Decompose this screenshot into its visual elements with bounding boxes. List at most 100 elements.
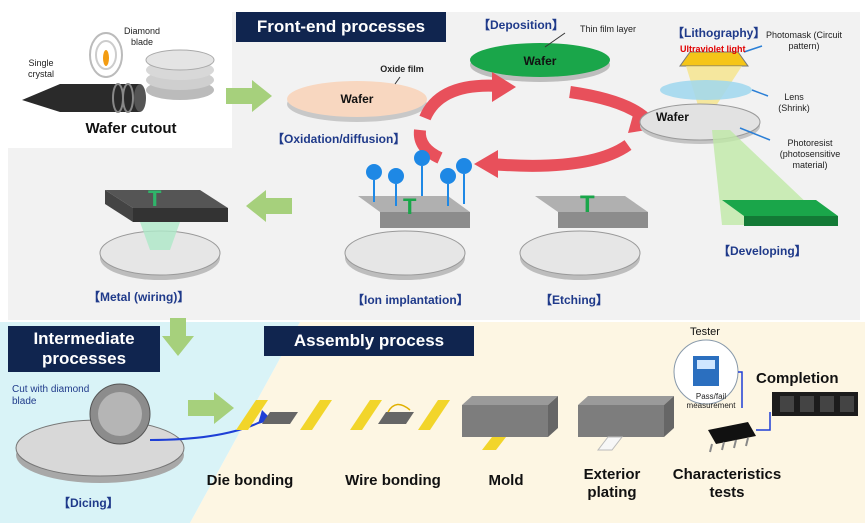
mold-top (462, 396, 558, 405)
lead-frame (300, 400, 332, 430)
arrow-right-icon (188, 392, 234, 424)
mold-side (548, 396, 558, 437)
t-pattern-icon: T (580, 191, 595, 218)
chip-pocket (780, 396, 794, 412)
dicing-illustration (15, 383, 272, 483)
die-bonding-illustration (236, 400, 332, 430)
lead-frame (236, 400, 268, 430)
ion-icon (388, 168, 404, 184)
tester-illustration (673, 339, 771, 453)
exterior-plating-illustration (578, 396, 674, 451)
mold-side (664, 396, 674, 437)
ic-pin (721, 441, 725, 451)
dicing-note-label: Cut with diamond blade (12, 384, 90, 407)
wafer-top (344, 230, 466, 276)
wafer-slice (145, 49, 215, 71)
oxidation-wafer-label: Wafer (340, 92, 374, 106)
completion-label: Completion (756, 370, 839, 387)
single-crystal-ingot (22, 84, 140, 112)
tester-label: Tester (690, 326, 720, 338)
wire-bonding-label: Wire bonding (345, 472, 441, 489)
chip-side (105, 190, 133, 222)
pointer-line (544, 32, 566, 48)
die (378, 412, 414, 424)
ultraviolet-label: Ultraviolet light (680, 44, 746, 54)
mold-body (578, 405, 664, 437)
dicing-label: 【Dicing】 (58, 496, 119, 510)
diamond-blade-circle (89, 32, 123, 78)
deposition-wafer (470, 43, 610, 82)
blade-center (103, 50, 109, 66)
chip-pocket (820, 396, 834, 412)
pointer-line (739, 127, 771, 141)
ion-icon (414, 150, 430, 166)
oxide-film-label: Oxide film (380, 64, 424, 74)
etching-illustration: T (519, 191, 648, 280)
ion-implantation-illustration: T (344, 150, 472, 280)
wafer-cutout-label: Wafer cutout (85, 120, 177, 137)
chip-top (105, 190, 228, 208)
mold-top (578, 396, 674, 405)
block-top (535, 196, 648, 212)
zoom-beam (140, 222, 180, 250)
completion-illustration (772, 392, 858, 416)
ion-icon (366, 164, 382, 180)
photoresist-label: Photoresist (photosensitive material) (779, 138, 841, 170)
t-pattern-icon: T (403, 194, 417, 219)
thin-film-label: Thin film layer (579, 24, 636, 34)
oxidation-wafer (287, 81, 427, 122)
developing-block-top (722, 200, 838, 216)
lithography-label: 【Lithography】 (672, 26, 766, 40)
block-side (558, 212, 648, 228)
lead-frame (350, 400, 382, 430)
t-pattern-icon: T (148, 186, 162, 211)
process-cycle-arrows (413, 72, 660, 178)
lead-frame (418, 400, 450, 430)
pointer-line (751, 89, 769, 97)
pointer-line (394, 76, 401, 85)
plated-lead (596, 436, 624, 451)
diamond-blade-inner (95, 40, 117, 70)
lithography-illustration (639, 45, 838, 226)
metal-wiring-illustration: T (99, 186, 228, 280)
arrow-left-icon (246, 190, 292, 222)
wafer-top (519, 230, 641, 276)
arrow-down-icon (162, 318, 194, 356)
ic-pin (745, 437, 749, 447)
ion-icon (456, 158, 472, 174)
bond-wire (387, 403, 411, 413)
photomask (679, 51, 749, 67)
pointer-line (743, 45, 763, 53)
ic-package (708, 422, 756, 444)
oxide-film-layer (287, 81, 427, 117)
front-end-header: Front-end processes (236, 12, 446, 42)
arrow-right-icon (226, 80, 272, 112)
metal-wiring-label: 【Metal (wiring)】 (88, 290, 190, 304)
die-bonding-label: Die bonding (206, 472, 294, 489)
chip-side (133, 208, 228, 222)
assembly-header: Assembly process (264, 326, 474, 356)
etching-label: 【Etching】 (540, 293, 608, 307)
chip-pocket (840, 396, 854, 412)
deposition-wafer-label: Wafer (523, 54, 557, 68)
block-top (358, 196, 470, 212)
cycle-arrow (489, 139, 632, 172)
exterior-plating-label: Exterior plating (583, 466, 641, 501)
lithography-wafer-label: Wafer (656, 110, 689, 124)
arrow-head-icon (474, 150, 498, 178)
pointer-line (756, 412, 771, 431)
block-side (380, 212, 470, 228)
chip-pocket (800, 396, 814, 412)
ion-icon (440, 168, 456, 184)
ingot-ring (122, 83, 134, 113)
die (262, 412, 298, 424)
developing-block-side (744, 216, 838, 226)
mold-illustration (462, 396, 558, 450)
cycle-arrow (413, 129, 443, 164)
mold-body (462, 405, 548, 437)
photomask-label: Photomask (Circuit pattern) (765, 30, 843, 51)
diamond-blade-label: Diamond blade (123, 26, 161, 47)
ion-implantation-label: 【Ion implantation】 (352, 293, 469, 307)
wire-bonding-illustration (350, 400, 450, 430)
